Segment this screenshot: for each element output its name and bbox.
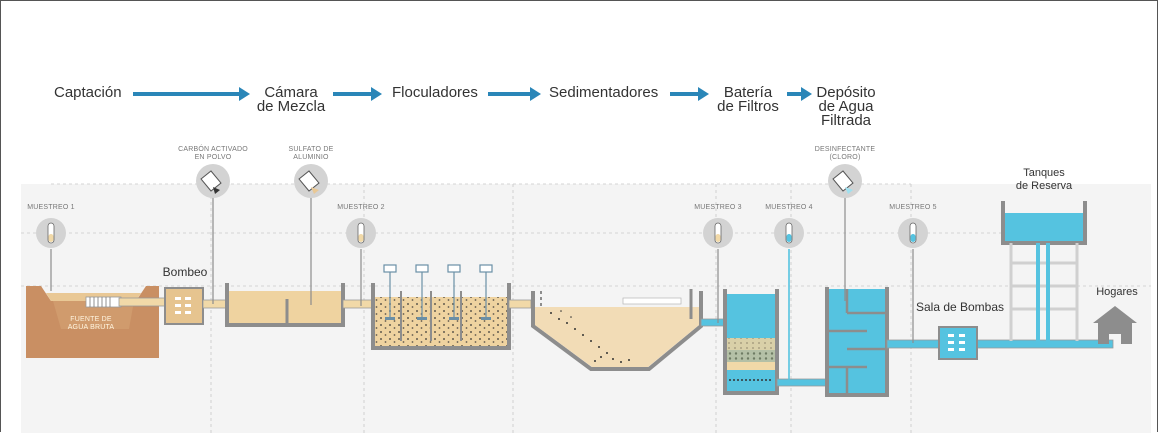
sample-test-tube-icon-1 (36, 218, 66, 248)
filtered-water-deposit (825, 287, 889, 397)
sample-test-tube-icon-4 (774, 218, 804, 248)
label-muestreo-4: MUESTREO 4 (765, 204, 813, 211)
sulfate-dosing-icon (294, 164, 328, 198)
flow-step-camara: Cámara de Mezcla (255, 84, 327, 115)
label-muestreo-5: MUESTREO 5 (889, 204, 937, 211)
flow-step-bateria-line2: de Filtros (717, 98, 779, 115)
label-tanques-line2: de Reserva (1015, 180, 1073, 192)
flow-step-captacion: Captación (54, 84, 122, 101)
label-carbon-line2: EN POLVO (194, 154, 232, 161)
flow-step-sedimentadores: Sedimentadores (549, 84, 659, 101)
sample-test-tube-icon-3 (703, 218, 733, 248)
chlorine-dosing-icon (828, 164, 862, 198)
home-icon (1093, 306, 1137, 344)
flow-arrow-4 (670, 87, 709, 101)
intake-screen (85, 296, 122, 308)
flow-step-camara-line2: de Mezcla (256, 98, 326, 115)
flocculator-tank (371, 264, 511, 350)
flow-arrow-1 (133, 87, 250, 101)
flow-step-floculadores: Floculadores (392, 84, 478, 101)
flow-step-deposito: Depósito de Agua Filtrada (813, 84, 879, 129)
intake-pipe (118, 297, 168, 307)
reserve-tank-tower (1001, 201, 1087, 341)
label-bombeo: Bombeo (162, 265, 208, 279)
sample-test-tube-icon-2 (346, 218, 376, 248)
flow-step-bateria-line1: Batería (723, 84, 773, 101)
flow-step-deposito-line3: Filtrada (820, 112, 872, 129)
label-fuente-line2: AGUA BRUTA (67, 324, 115, 331)
mixing-chamber (225, 283, 345, 327)
label-carbon-line1: CARBÓN ACTIVADO (178, 146, 248, 153)
label-muestreo-2: MUESTREO 2 (337, 204, 385, 211)
label-muestreo-1: MUESTREO 1 (27, 204, 75, 211)
label-sala-de-bombas: Sala de Bombas (915, 300, 1005, 314)
pump-bombeo (164, 287, 204, 325)
label-tanques-line1: Tanques (1023, 167, 1065, 179)
flow-step-deposito-line2: de Agua (818, 98, 874, 115)
carbon-dosing-icon (196, 164, 230, 198)
label-sulfato-aluminio: SULFATO DE ALUMINIO (271, 146, 351, 162)
label-carbon-activado: CARBÓN ACTIVADO EN POLVO (163, 146, 263, 162)
flow-arrow-2 (333, 87, 382, 101)
dashed-guides (21, 183, 1151, 433)
flow-step-camara-line1: Cámara (264, 84, 318, 101)
label-sulfato-line2: ALUMINIO (293, 154, 329, 161)
label-tanques-de-reserva: Tanques de Reserva (1005, 167, 1083, 193)
flow-step-deposito-line1: Depósito (816, 84, 876, 101)
flow-arrow-3 (488, 87, 541, 101)
flow-arrow-5 (787, 87, 812, 101)
filter-battery (700, 289, 779, 395)
pump-sala-de-bombas (938, 326, 978, 360)
label-fuente-line1: FUENTE DE (70, 316, 112, 323)
label-sulfato-line1: SULFATO DE (288, 146, 334, 153)
sample-test-tube-icon-5 (898, 218, 928, 248)
flow-step-bateria: Batería de Filtros (713, 84, 783, 115)
label-desinf-line1: DESINFECTANTE (814, 146, 876, 153)
label-desinf-line2: (CLORO) (829, 154, 861, 161)
label-fuente-agua-bruta: FUENTE DE AGUA BRUTA (56, 316, 126, 332)
label-hogares: Hogares (1096, 286, 1138, 298)
label-desinfectante: DESINFECTANTE (CLORO) (800, 146, 890, 162)
label-muestreo-3: MUESTREO 3 (694, 204, 742, 211)
